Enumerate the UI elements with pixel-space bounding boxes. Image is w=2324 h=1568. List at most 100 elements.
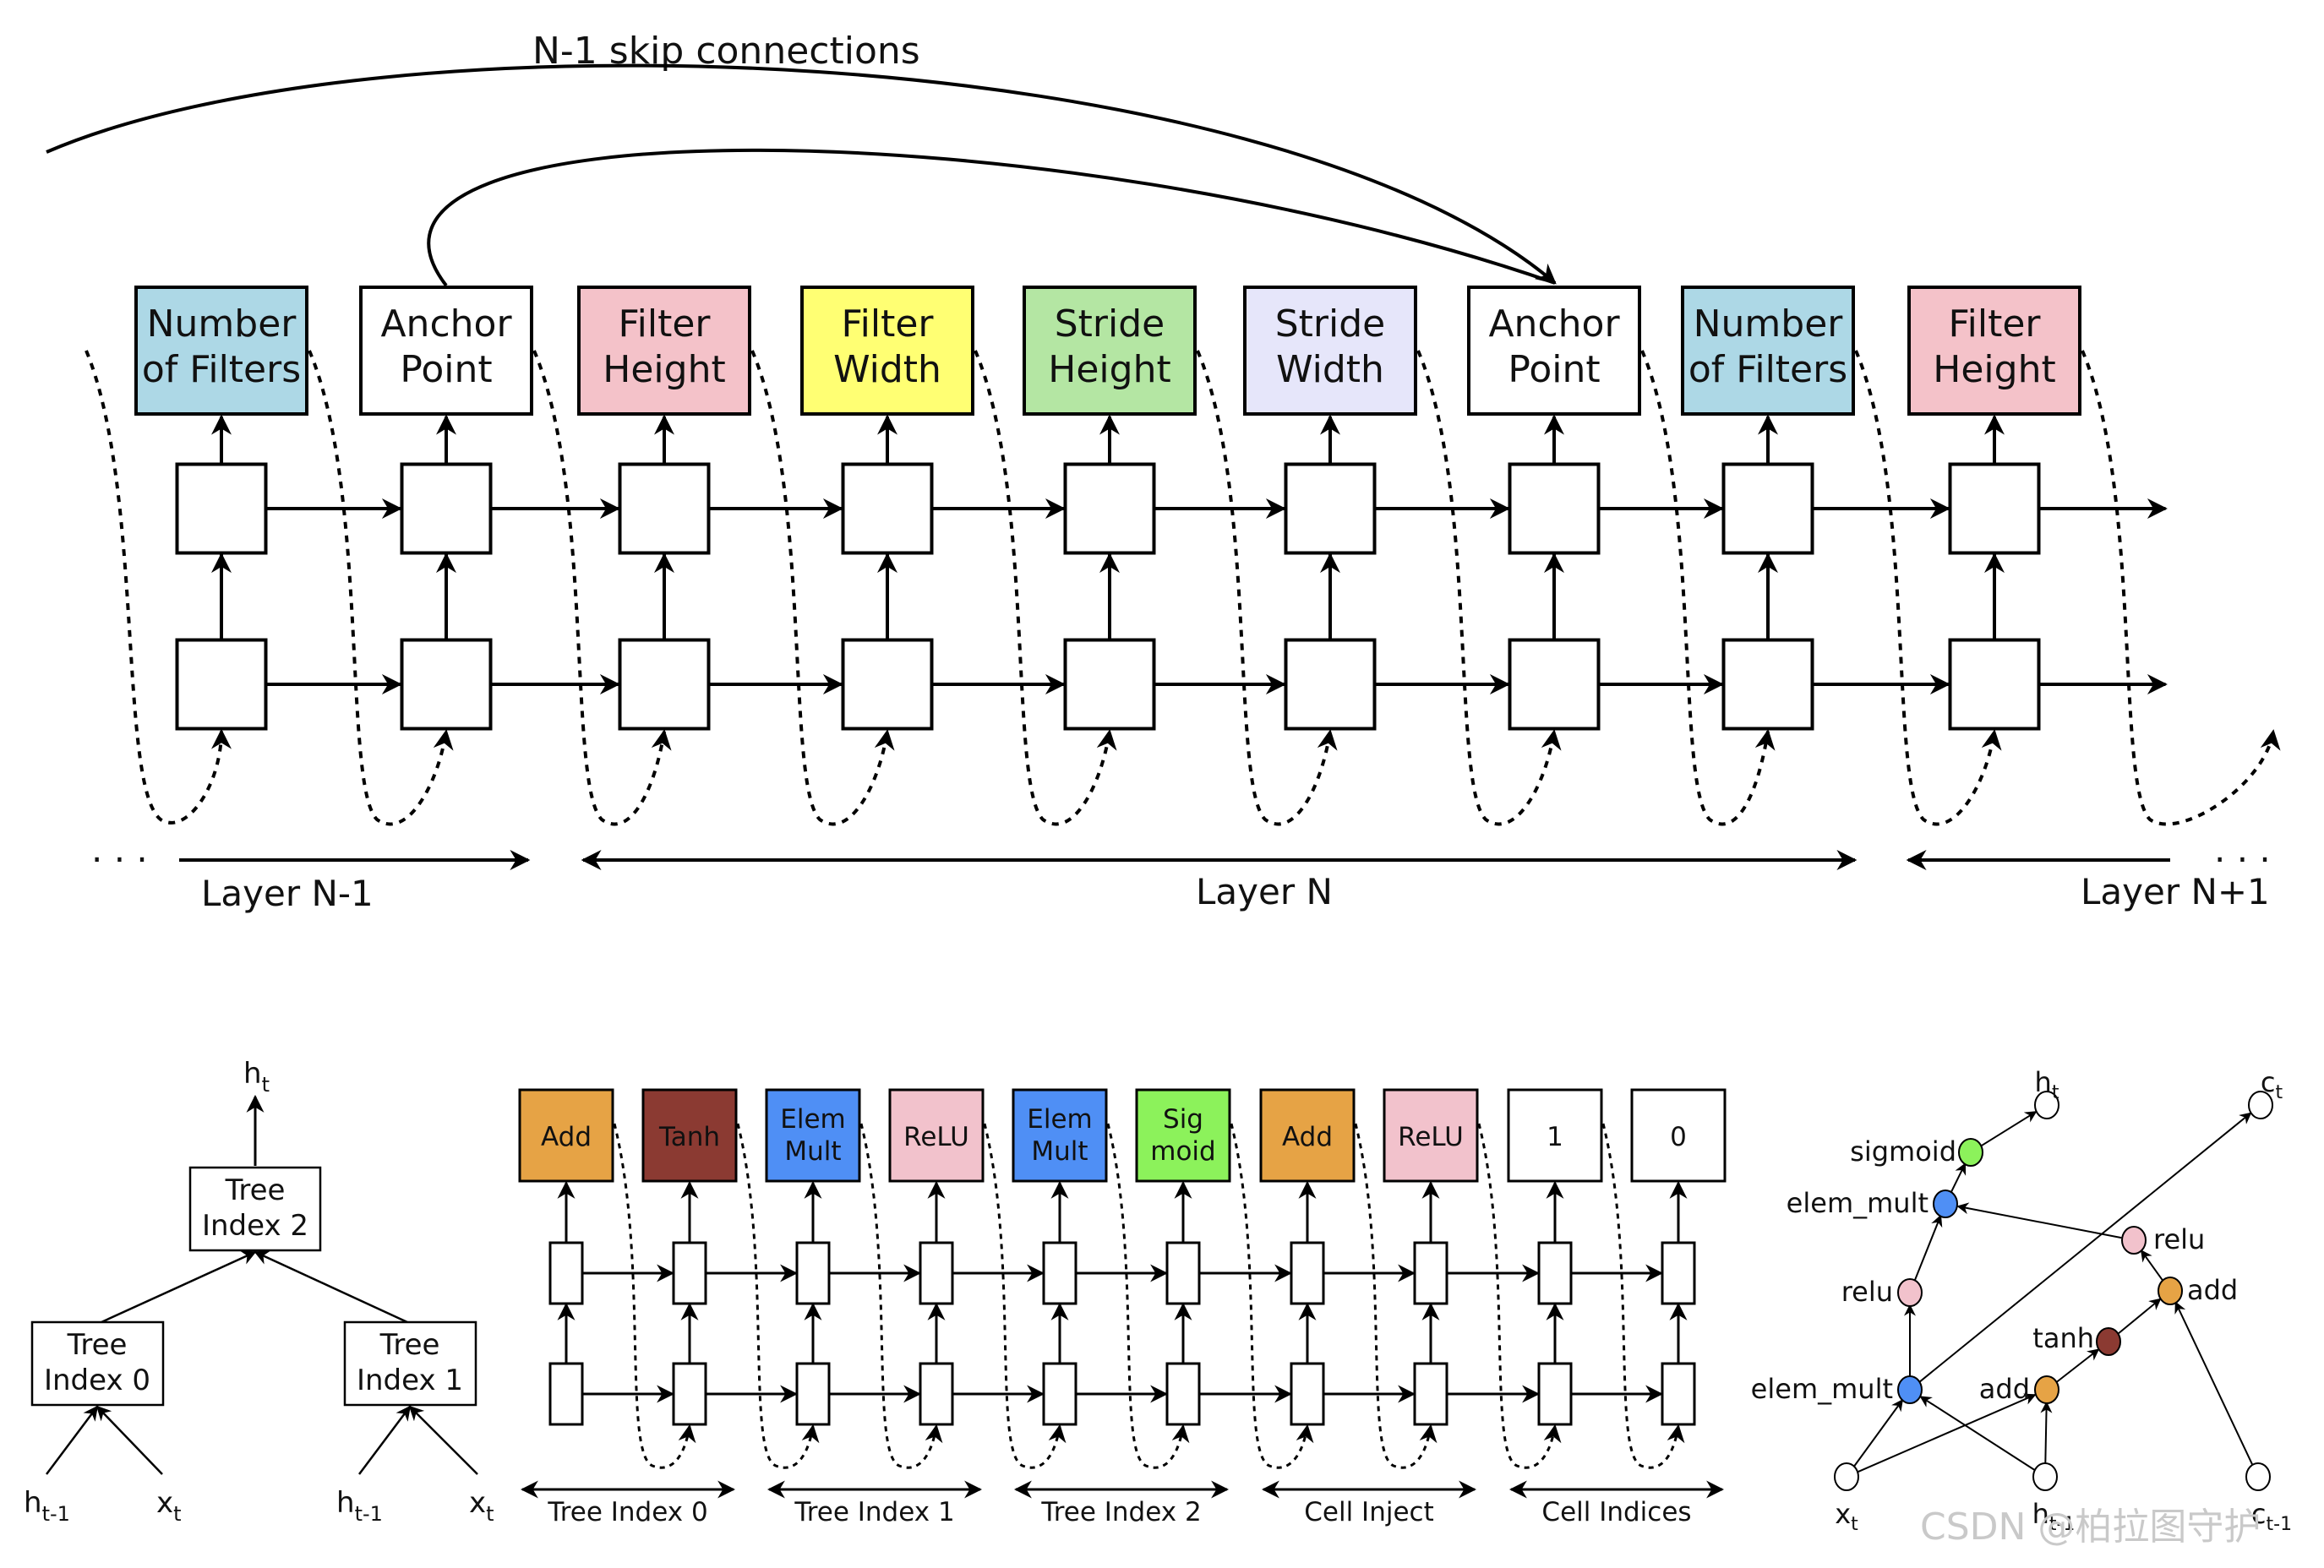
tree-index-1-line1: Tree (379, 1328, 440, 1362)
op-label: 1 (1547, 1122, 1563, 1152)
graph-node-ht1 (2032, 1462, 2058, 1491)
rnn-unit-lower (1721, 638, 1814, 731)
tree-edge-right (254, 1250, 408, 1324)
op-rnn-lower (1661, 1362, 1696, 1426)
rnn-unit-lower (1948, 638, 2041, 731)
op-cell-group: Add (518, 1088, 696, 1469)
feedback-dashed-arrow (532, 350, 672, 826)
ellipsis-right: . . . (2214, 829, 2271, 870)
graph-edge (1919, 1112, 2252, 1383)
op-rnn-upper (1537, 1241, 1573, 1305)
op-rnn-upper (1413, 1241, 1448, 1305)
graph-node-label: ct (2261, 1066, 2283, 1103)
tree-input-3: ht-1 (336, 1486, 383, 1526)
graph-node-label: ct-1 (2251, 1498, 2292, 1535)
op-rnn-upper (1165, 1241, 1201, 1305)
hyperparameter-label: Filter (842, 302, 935, 346)
op-feedback-dashed-arrow (1601, 1123, 1685, 1469)
graph-node-elem-mult-top (1933, 1190, 1958, 1218)
graph-node-label: relu (2153, 1223, 2205, 1255)
graph-edge (1950, 1162, 1967, 1193)
op-box (1135, 1088, 1231, 1183)
op-rnn-upper (1661, 1241, 1696, 1305)
op-label: Add (541, 1122, 592, 1152)
op-rnn-upper (548, 1241, 584, 1305)
op-label: moid (1150, 1136, 1215, 1167)
graph-node-add-right (2158, 1277, 2183, 1305)
hyperparameter-label: Height (603, 348, 725, 391)
graph-edge (2040, 1401, 2053, 1465)
layer-n-plus-1-label: Layer N+1 (2081, 871, 2270, 912)
tree-index-2-line2: Index 2 (202, 1209, 308, 1243)
graph-edge (1919, 1396, 2035, 1471)
graph-node-ht (2034, 1091, 2059, 1119)
op-label: Elem (780, 1104, 845, 1135)
graph-node-ct1 (2245, 1462, 2271, 1491)
hyperparameter-label: Stride (1055, 302, 1165, 346)
tree-input-2: xt (156, 1486, 182, 1526)
segment-label: Tree Index 2 (1040, 1497, 1201, 1527)
graph-edge (2140, 1250, 2164, 1282)
graph-node-label: ht (2035, 1066, 2059, 1103)
rnn-unit-upper (1721, 462, 1814, 555)
tree-in-edge-2 (95, 1405, 163, 1475)
graph-node-label: relu (1841, 1276, 1893, 1308)
hyperparameter-box (800, 286, 974, 416)
rnn-unit-lower (175, 638, 268, 731)
op-label: Elem (1027, 1104, 1092, 1135)
hyperparameter-label: Width (833, 348, 941, 391)
tree-edge-left (101, 1250, 257, 1324)
feedback-dashed-arrow (2081, 350, 2281, 826)
tree-output-label: ht (243, 1057, 270, 1097)
op-rnn-upper (1042, 1241, 1077, 1305)
op-rnn-upper (672, 1241, 707, 1305)
feedback-dashed-arrow (308, 350, 454, 826)
op-label: Tanh (658, 1122, 720, 1152)
tree-index-0-line1: Tree (67, 1328, 128, 1362)
hyperparameter-label: Point (400, 348, 492, 391)
hyperparameter-box (1023, 286, 1197, 416)
op-rnn-lower (672, 1362, 707, 1426)
hyperparameter-box (577, 286, 751, 416)
graph-edge (2174, 1301, 2254, 1466)
rnn-unit-upper (1508, 462, 1601, 555)
hyperparameter-label: of Filters (1688, 348, 1847, 391)
hyperparameter-label: Filter (1949, 302, 2042, 346)
tree-index-1-box (343, 1320, 477, 1407)
op-box (888, 1088, 985, 1183)
graph-node-xt (1834, 1462, 1859, 1491)
op-rnn-upper (1290, 1241, 1325, 1305)
hyperparameter-label: Point (1508, 348, 1600, 391)
op-cell-group: Add (1259, 1088, 1437, 1469)
tree-in-edge-1 (46, 1405, 99, 1475)
layer-markers: . . . Layer N-1 Layer N Layer N+1 . . . (91, 829, 2271, 914)
graph-node-label: tanh (2032, 1322, 2094, 1354)
graph-node-relu-left (1897, 1278, 1923, 1307)
rnn-unit-upper (618, 462, 711, 555)
op-rnn-lower (548, 1362, 584, 1426)
op-feedback-dashed-arrow (1477, 1123, 1562, 1469)
tree-input-4: xt (469, 1486, 494, 1526)
op-rnn-upper (919, 1241, 954, 1305)
op-feedback-dashed-arrow (983, 1123, 1067, 1469)
op-rnn-lower (1165, 1362, 1201, 1426)
hyperparameter-label: Number (1694, 302, 1844, 346)
feedback-dashed-arrow-first (85, 350, 232, 825)
op-box (1630, 1088, 1727, 1183)
op-box (1259, 1088, 1356, 1183)
rnn-unit-lower (1063, 638, 1156, 731)
rnn-unit-lower (618, 638, 711, 731)
rnn-unit-lower (400, 638, 493, 731)
op-rnn-lower (919, 1362, 954, 1426)
hyperparameter-box (1243, 286, 1417, 416)
feedback-dashed-arrow (1854, 350, 2002, 826)
